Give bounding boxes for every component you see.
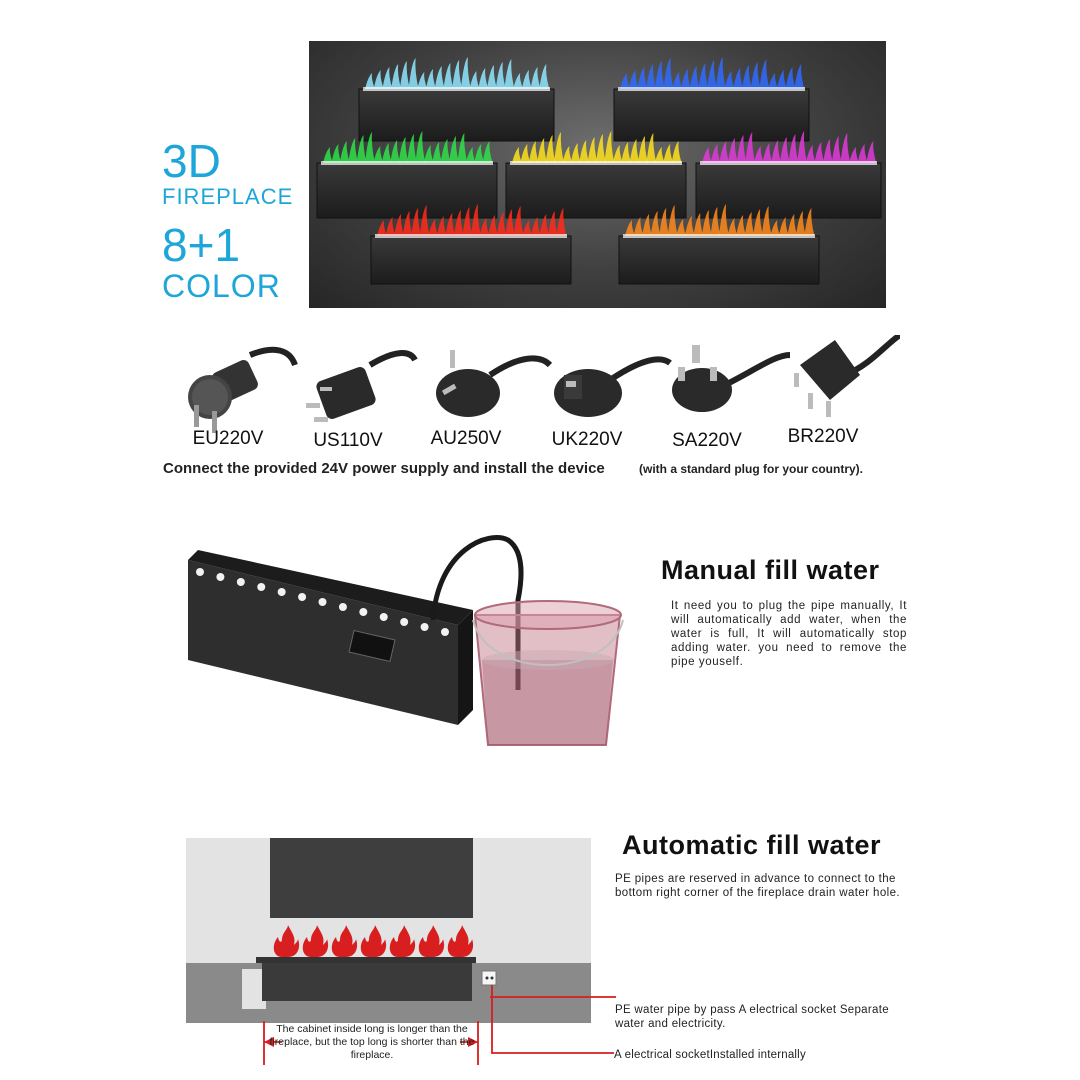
cabinet-note: The cabinet inside long is longer than t… [269,1023,475,1061]
br-plug-icon [794,335,900,417]
flame-icon [418,925,445,957]
bucket-icon [472,600,624,746]
flame-color-showcase-image [309,41,886,308]
uk-plug-icon [554,356,672,417]
tv-panel [270,838,473,918]
flame-burner-1 [358,57,555,142]
sa-plug-icon [672,345,791,412]
flame-icon [273,925,300,957]
flame-icon [331,925,358,957]
plug-label-us: US110V [313,430,383,451]
flame-icons [273,925,474,957]
connect-instruction: Connect the provided 24V power supply an… [163,460,605,477]
automatic-fill-diagram [186,838,616,1065]
flame-icon [360,925,387,957]
flame-burner-6 [370,204,572,285]
manual-fill-illustration [188,535,624,746]
pe-pipe-note: PE water pipe by pass A electrical socke… [615,1004,889,1030]
flame-burner-2 [613,57,810,142]
manual-fill-title: Manual fill water [661,555,880,585]
automatic-fill-description: PE pipes are reserved in advance to conn… [615,873,900,899]
flame-icon [389,925,416,957]
flame-burner-5 [695,131,882,219]
connect-note: (with a standard plug for your country). [639,462,864,476]
automatic-fill-title: Automatic fill water [622,830,882,860]
plug-label-au: AU250V [430,428,502,449]
flame-burner-7 [618,204,820,285]
hero-title-color: COLOR [162,268,281,304]
us-plug-icon [306,350,418,422]
au-plug-icon [436,350,553,417]
manual-fill-description: It need you to plug the pipe manually, I… [671,600,907,668]
plug-label-eu: EU220V [192,428,264,449]
plug-icons-row [188,335,900,433]
flame-icon [302,925,329,957]
fireplace-unit-image [188,550,473,725]
hero-title-fireplace: FIREPLACE [162,184,294,209]
plug-label-sa: SA220V [672,430,742,451]
flame-icon [447,925,474,957]
flame-burner-4 [505,131,687,219]
electrical-socket-icon [481,970,497,986]
flame-burner-3 [316,131,498,219]
hero-title-3d: 3D [162,135,221,187]
plug-label-br: BR220V [787,426,859,447]
hero-title-count: 8+1 [162,219,241,271]
fireplace-insert [262,963,472,1001]
water-pipe [430,535,524,690]
plug-label-uk: UK220V [551,429,623,450]
socket-note: A electrical socketInstalled internally [614,1049,806,1061]
eu-plug-icon [188,346,298,433]
